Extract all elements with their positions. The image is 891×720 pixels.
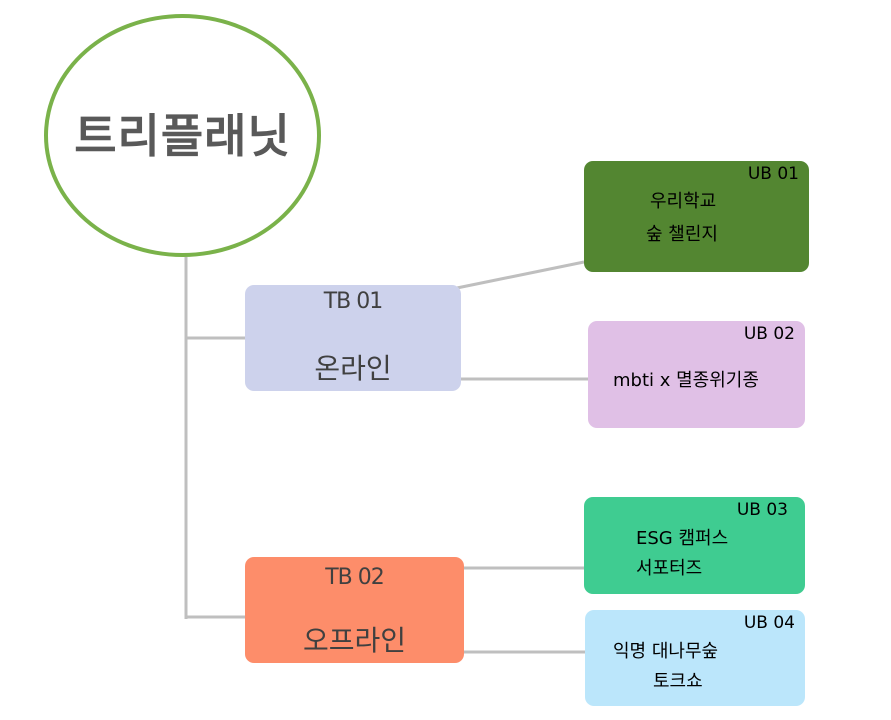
under-box-line: ESG 캠퍼스: [636, 528, 729, 549]
under-box-line: 우리학교: [650, 191, 717, 212]
root-circle: 트리플래닛: [44, 14, 321, 257]
under-box-ub04: UB 04 익명 대나무숲 토크쇼: [585, 610, 805, 706]
under-box-ub03: UB 03 ESG 캠퍼스 서포터즈: [584, 497, 805, 594]
under-box-line: 토크쇼: [653, 671, 703, 692]
under-box-ub01: UB 01 우리학교 숲 챌린지: [584, 161, 809, 272]
under-box-ub02: UB 02 mbti x 멸종위기종: [588, 321, 805, 428]
under-box-line: mbti x 멸종위기종: [613, 370, 759, 391]
under-box-line: 숲 챌린지: [646, 224, 718, 245]
top-box-code: TB 02: [325, 565, 385, 590]
under-box-line: 서포터즈: [636, 558, 703, 579]
under-box-code: UB 04: [743, 613, 795, 633]
top-box-label: 오프라인: [302, 624, 407, 657]
root-title: 트리플래닛: [74, 108, 291, 163]
under-box-code: UB 03: [736, 500, 788, 520]
top-box-tb01: TB 01 온라인: [245, 285, 461, 391]
under-box-line: 익명 대나무숲: [613, 641, 719, 662]
top-box-label: 온라인: [314, 352, 392, 385]
top-box-code: TB 01: [323, 289, 384, 314]
connector-tb01-ub01: [451, 260, 585, 291]
top-box-tb02: TB 02 오프라인: [245, 557, 464, 663]
under-box-code: UB 01: [747, 164, 799, 184]
under-box-code: UB 02: [743, 324, 795, 344]
